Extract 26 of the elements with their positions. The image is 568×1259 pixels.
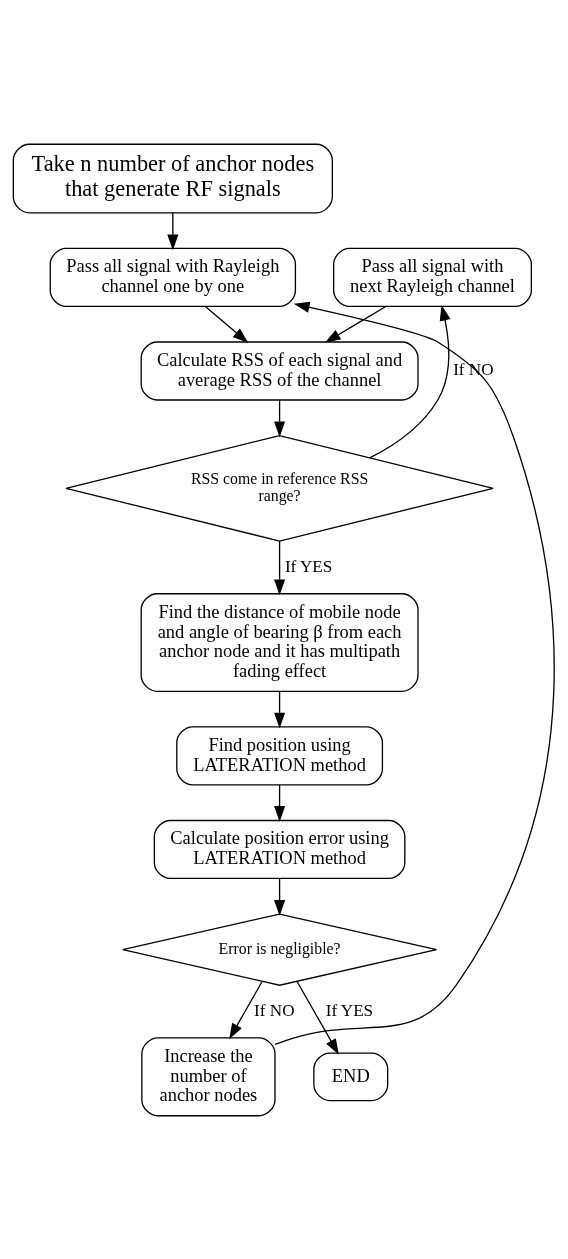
arrow — [274, 398, 286, 437]
arrow — [274, 540, 286, 595]
edge-label: If YES — [284, 556, 333, 576]
arrow — [274, 301, 555, 1045]
arrow — [229, 980, 263, 1039]
arrow — [324, 305, 387, 343]
node-box: Find position using LATERATION method — [176, 725, 384, 786]
edge-label: If YES — [325, 1000, 374, 1020]
arrow — [274, 783, 286, 822]
node-box: Pass all signal with next Rayleigh channel — [332, 247, 532, 307]
node-box: Calculate position error using LATERATION method — [153, 819, 406, 879]
node-diamond: RSS come in reference RSS range? — [65, 434, 494, 542]
arrow — [296, 980, 339, 1055]
node-box: Take n number of anchor nodes that generate RF signals — [12, 143, 333, 213]
node-box: Increase the number of anchor nodes — [141, 1036, 276, 1116]
node-box: END — [313, 1051, 389, 1101]
arrow — [204, 305, 249, 343]
node-box: Pass all signal with Rayleigh channel one by one — [49, 247, 297, 307]
arrow — [369, 304, 451, 458]
node-box: Find the distance of mobile node and angle of bearing β from each anchor node and it has multipath fading effect — [140, 592, 419, 692]
arrow — [274, 690, 286, 728]
node-box: Calculate RSS of each signal and average RSS of the channel — [140, 340, 419, 401]
edge-label: If NO — [254, 1000, 295, 1020]
node-diamond: Error is negligible? — [122, 912, 438, 986]
arrow — [274, 877, 286, 916]
arrow — [167, 211, 179, 250]
